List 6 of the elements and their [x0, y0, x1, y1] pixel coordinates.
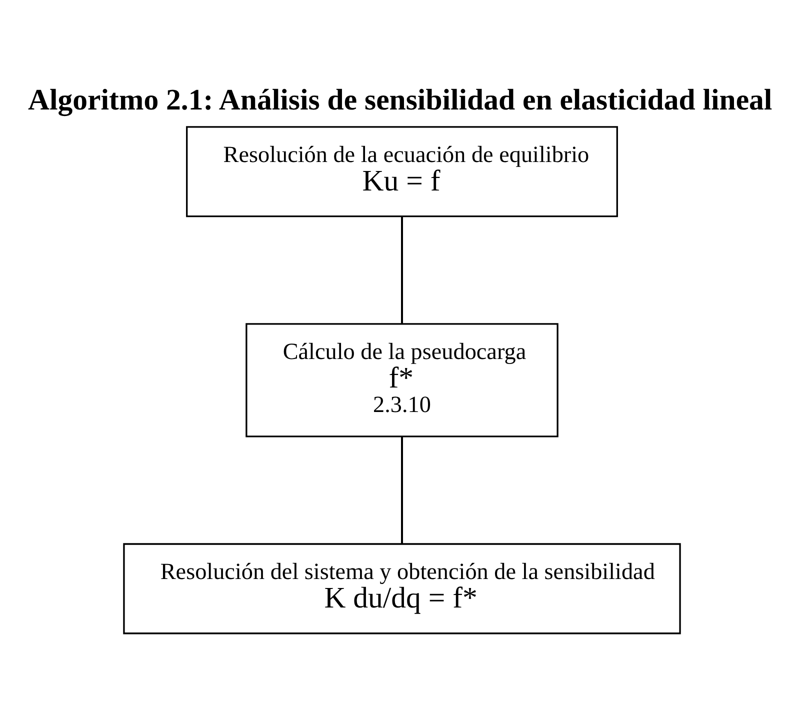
node-box: Cálculo de la pseudocarga f* 2.3.10 [246, 322, 558, 437]
node-box: Resolución de la ecuación de equilibrio Ku = f [186, 126, 618, 217]
connector [401, 436, 403, 544]
connector [401, 216, 403, 323]
diagram-title: Algoritmo 2.1: Análisis de sensibilidad en elasticidad lineal [28, 82, 772, 116]
node-box: Resolución del sistema y obtención de la sensibilidad K du/dq = f* [123, 542, 681, 634]
